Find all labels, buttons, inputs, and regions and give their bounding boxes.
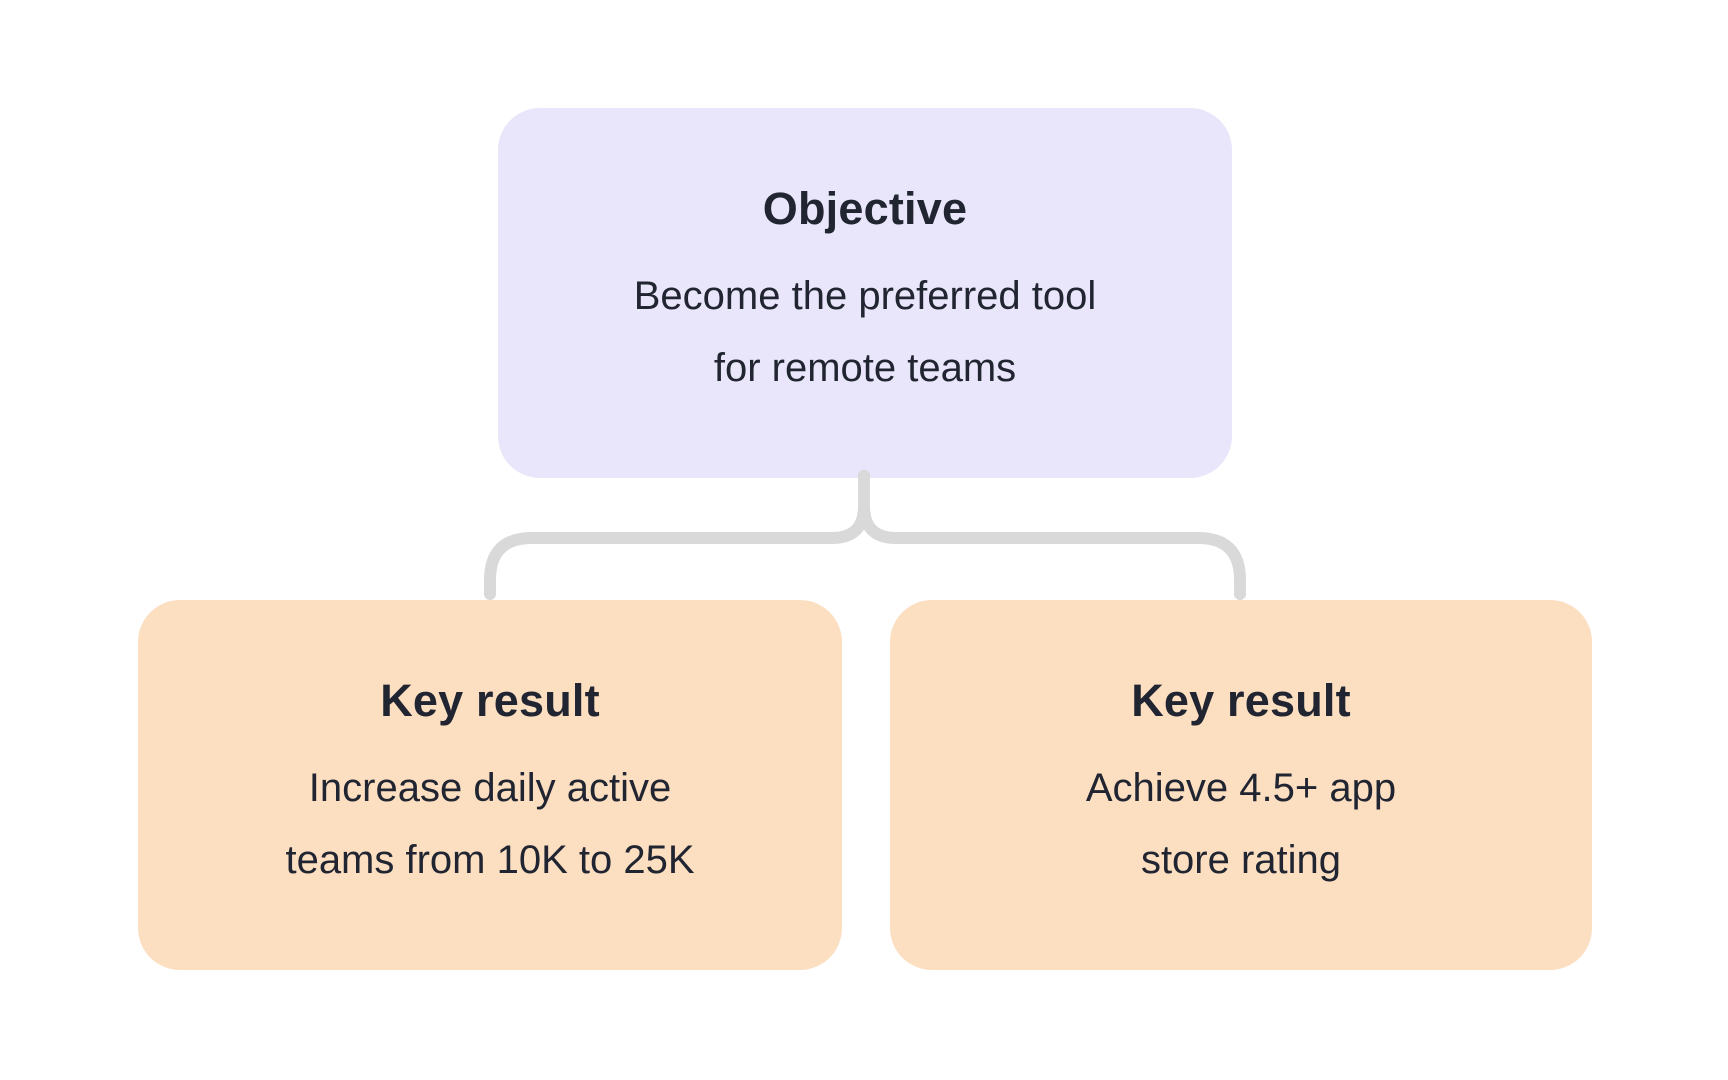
- key-result-node-right: Key result Achieve 4.5+ app store rating: [890, 600, 1592, 970]
- key-result-left-text-line: Increase daily active: [308, 766, 672, 810]
- objective-node: Objective Become the preferred tool for …: [498, 108, 1232, 478]
- key-result-left-text-line: teams from 10K to 25K: [285, 838, 695, 882]
- connector-objective-to-right-key-result: [858, 470, 1246, 600]
- key-result-left-title: Key result: [380, 675, 600, 726]
- key-result-right-text-line: store rating: [1140, 838, 1342, 882]
- connector-objective-to-left-key-result: [484, 470, 870, 600]
- objective-node-text-line: for remote teams: [713, 346, 1017, 390]
- objective-node-text-line: Become the preferred tool: [633, 274, 1097, 318]
- key-result-right-text-line: Achieve 4.5+ app: [1085, 766, 1397, 810]
- key-result-node-left: Key result Increase daily active teams f…: [138, 600, 842, 970]
- key-result-right-title: Key result: [1131, 675, 1351, 726]
- objective-node-title: Objective: [762, 183, 968, 234]
